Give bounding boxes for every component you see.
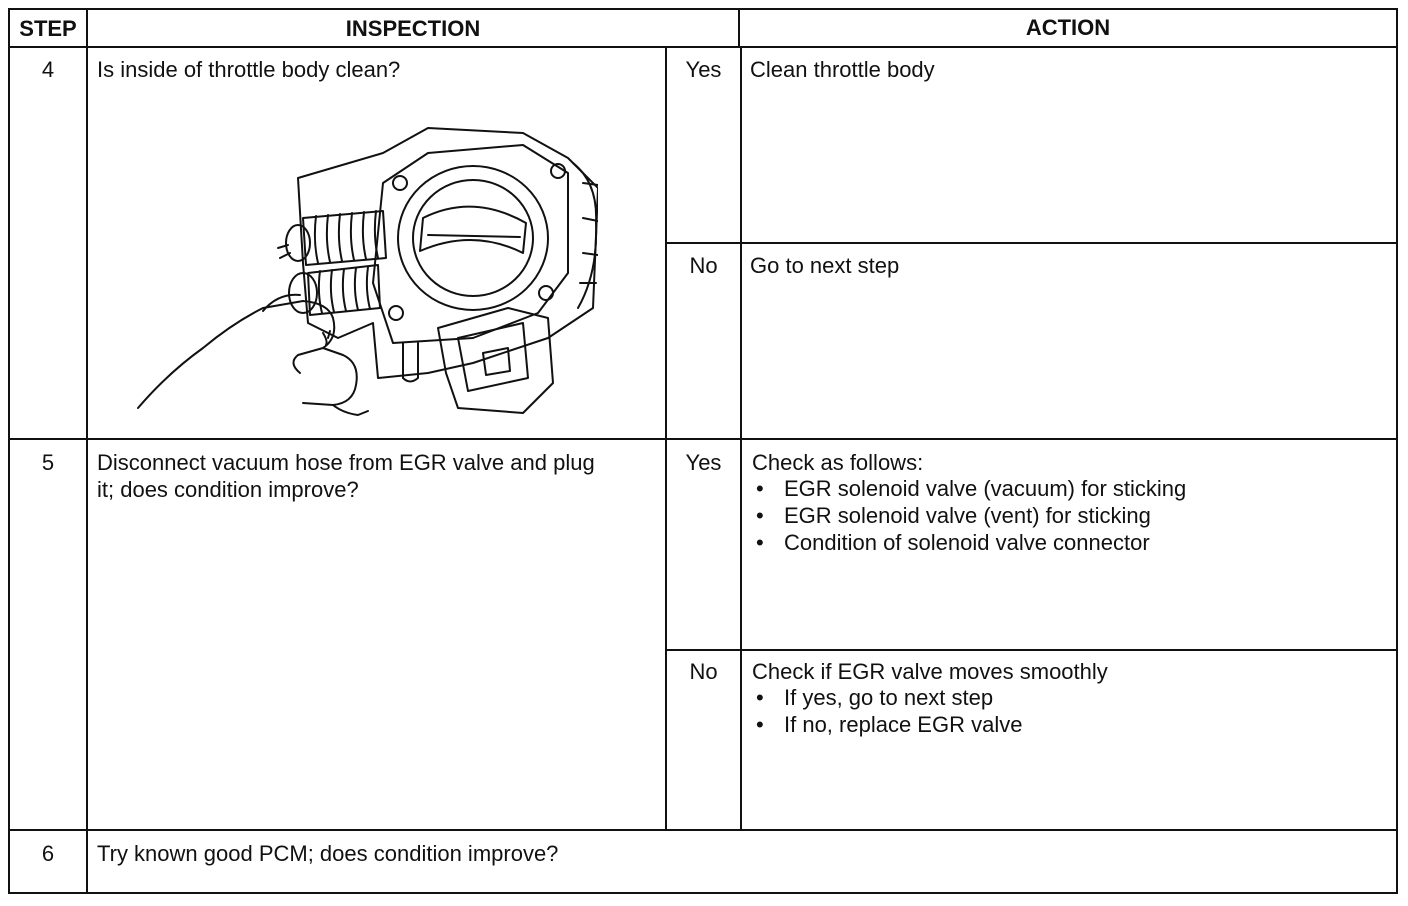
list-item: EGR solenoid valve (vacuum) for sticking	[752, 475, 1186, 502]
col-divider-step	[86, 8, 88, 894]
list-item: If no, replace EGR valve	[752, 711, 1022, 738]
answer-yes-5: Yes	[685, 450, 722, 475]
table-border-top	[8, 8, 1398, 10]
step-number-6: 6	[41, 841, 55, 866]
list-item: EGR solenoid valve (vent) for sticking	[752, 502, 1186, 529]
answer-no-5: No	[689, 659, 718, 684]
col-divider-header-action	[738, 8, 740, 48]
header-action: ACTION	[1025, 15, 1111, 40]
action-yes-5-list: EGR solenoid valve (vacuum) for sticking…	[752, 475, 1186, 556]
action-no-5-intro: Check if EGR valve moves smoothly	[752, 659, 1108, 684]
yes-no-divider-row5	[665, 649, 1398, 651]
inspection-text-5-line2: it; does condition improve?	[97, 477, 359, 502]
action-no-5-list: If yes, go to next step If no, replace E…	[752, 684, 1022, 738]
answer-yes-4: Yes	[685, 57, 722, 82]
col-divider-answer	[665, 48, 667, 829]
yes-no-divider-row4	[665, 242, 1398, 244]
header-step: STEP	[19, 16, 77, 41]
header-inspection: INSPECTION	[345, 16, 481, 41]
header-divider	[8, 46, 1398, 48]
inspection-text-5-line1: Disconnect vacuum hose from EGR valve an…	[97, 450, 595, 475]
step-number-5: 5	[41, 450, 55, 475]
row-divider-5-6	[8, 829, 1398, 831]
throttle-body-illustration	[137, 127, 598, 416]
table-border-bottom	[8, 892, 1398, 894]
diagnostic-table: STEP INSPECTION ACTION 4 Is inside of th…	[8, 8, 1398, 894]
inspection-text-6: Try known good PCM; does condition impro…	[97, 841, 559, 866]
step-number-4: 4	[41, 57, 55, 82]
table-border-left	[8, 8, 10, 894]
inspection-text-4: Is inside of throttle body clean?	[97, 57, 401, 82]
list-item: If yes, go to next step	[752, 684, 1022, 711]
action-no-4: Go to next step	[750, 253, 900, 278]
action-yes-5-intro: Check as follows:	[752, 450, 924, 475]
col-divider-action	[740, 48, 742, 829]
table-border-right	[1396, 8, 1398, 894]
row-divider-4-5	[8, 438, 1398, 440]
action-yes-4: Clean throttle body	[750, 57, 935, 82]
list-item: Condition of solenoid valve connector	[752, 529, 1186, 556]
answer-no-4: No	[689, 253, 718, 278]
